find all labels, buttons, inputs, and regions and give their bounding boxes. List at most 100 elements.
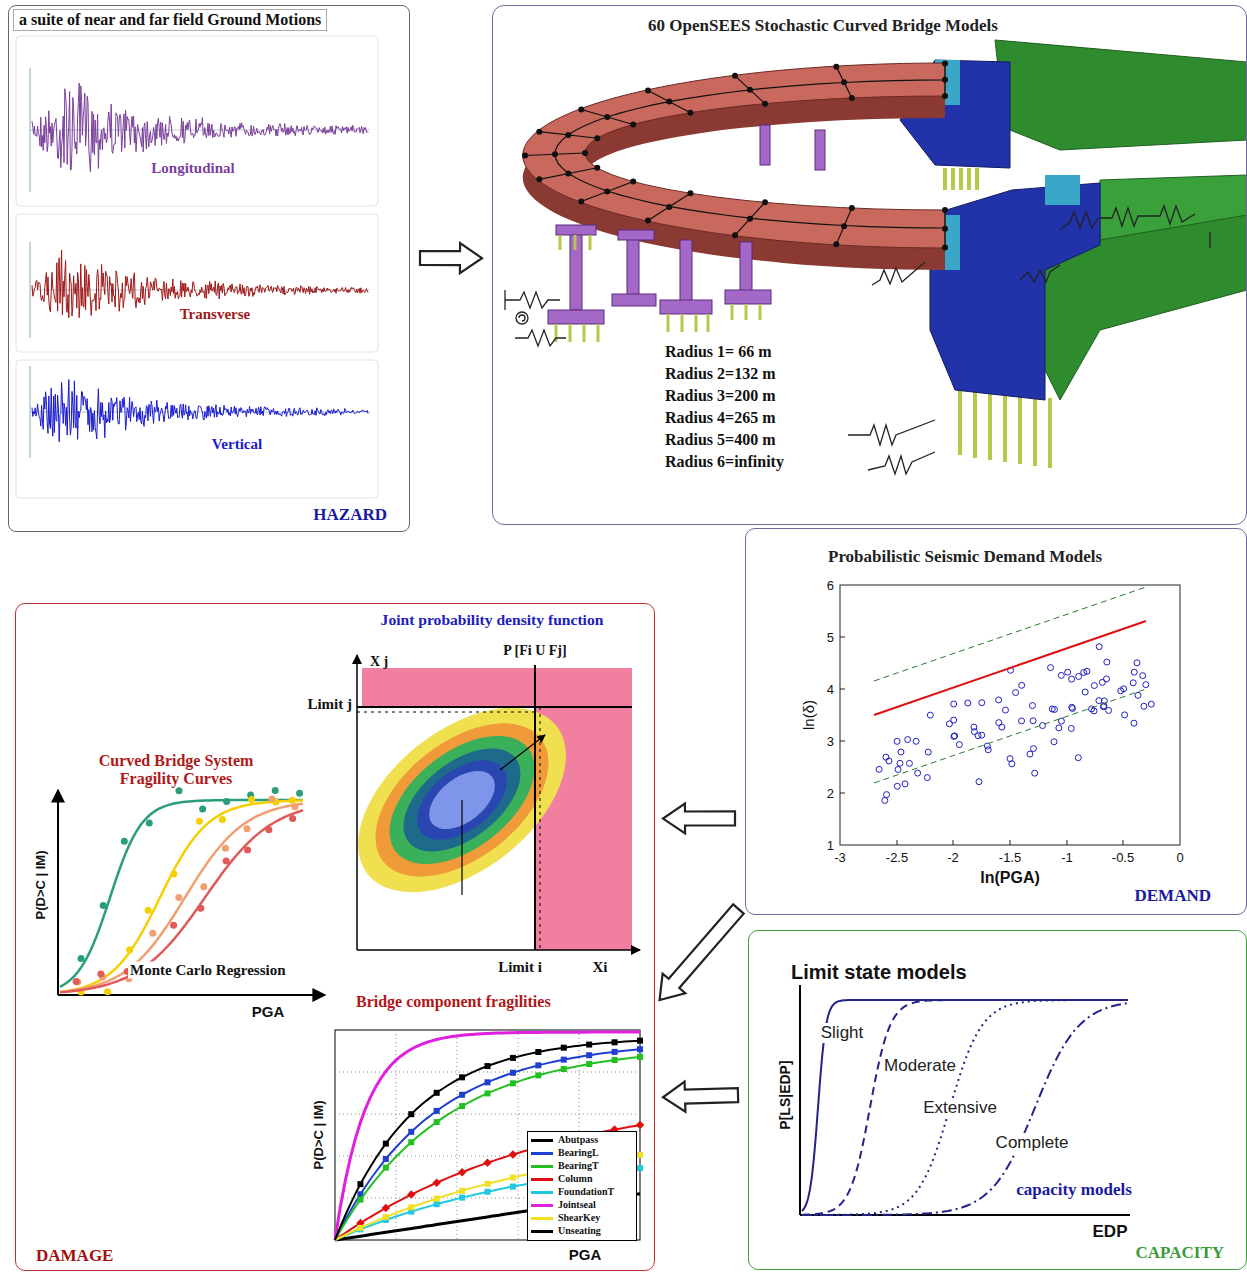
legend-row: BearingT xyxy=(531,1160,633,1173)
plot-stroke xyxy=(956,742,962,748)
plot-stroke xyxy=(1131,720,1137,726)
plot-stroke xyxy=(1140,673,1146,679)
plot-stroke xyxy=(883,754,889,760)
plot-stroke xyxy=(833,241,839,247)
axis-title: ln(δ) xyxy=(800,700,817,730)
plot-stroke xyxy=(1135,692,1141,698)
plot-stroke xyxy=(645,218,651,224)
legend-text: FoundationT xyxy=(558,1186,614,1197)
plot-stroke xyxy=(762,101,768,107)
plot-stroke xyxy=(1084,668,1090,674)
bridge-illustration xyxy=(505,40,1247,474)
panel-tag: HAZARD xyxy=(313,505,387,525)
plot-stroke xyxy=(1029,703,1035,709)
plot-stroke xyxy=(1075,755,1081,761)
plot-stroke xyxy=(630,122,636,128)
plot-stroke xyxy=(1143,682,1149,688)
plot-label: Moderate xyxy=(882,1056,958,1076)
plot-stroke xyxy=(121,838,128,845)
legend-text: Jointseal xyxy=(558,1199,596,1210)
block-arrow xyxy=(420,243,482,273)
plot-label: Radius 4=265 m xyxy=(665,409,775,427)
plot-stroke xyxy=(1051,739,1057,745)
plot-stroke xyxy=(1051,706,1057,712)
plot-stroke xyxy=(1068,725,1074,731)
legend-text: ShearKey xyxy=(558,1212,600,1223)
plot-stroke xyxy=(60,810,303,992)
plot-label: Monte Carlo Regression xyxy=(128,962,288,979)
plot-label: 2 xyxy=(827,786,834,801)
plot-stroke xyxy=(594,165,600,171)
plot-label: capacity models xyxy=(1014,1180,1134,1200)
plot-stroke xyxy=(1030,746,1036,752)
panel-title: a suite of near and far field Ground Mot… xyxy=(13,9,327,31)
component-fragility-plot xyxy=(335,1030,644,1240)
plot-stroke xyxy=(942,245,948,251)
plot-stroke xyxy=(942,207,948,213)
panel-title: Curved Bridge System Fragility Curves xyxy=(69,752,283,788)
plot-stroke xyxy=(1030,718,1036,724)
plot-stroke xyxy=(594,135,600,141)
block-arrow xyxy=(663,804,735,834)
plot-label: Vertical xyxy=(210,436,264,453)
axis-title: P(D>C | IM) xyxy=(33,851,48,920)
legend-text: BearingT xyxy=(558,1160,599,1171)
panel: 60 OpenSEES Stochastic Curved Bridge Mod… xyxy=(492,5,1247,525)
panel-tag: DEMAND xyxy=(1135,886,1212,906)
plot-stroke xyxy=(60,804,303,992)
plot-stroke xyxy=(999,724,1005,730)
plot-stroke xyxy=(979,732,985,738)
plot-stroke xyxy=(965,700,971,706)
plot-label: ln(PGA) xyxy=(980,869,1040,887)
plot-stroke xyxy=(1131,669,1137,675)
panel-title: Joint probability density function xyxy=(331,611,653,629)
plot-stroke xyxy=(894,783,900,789)
plot-stroke xyxy=(146,819,153,826)
plot-stroke xyxy=(1058,718,1064,724)
plot-stroke xyxy=(924,775,930,781)
waveforms xyxy=(30,68,370,458)
plot-label: Radius 6=infinity xyxy=(665,453,784,471)
system-fragility-plot xyxy=(58,787,325,995)
plot-stroke xyxy=(1082,689,1088,695)
plot-stroke xyxy=(73,978,80,985)
plot-stroke xyxy=(200,883,207,890)
plot-stroke xyxy=(913,738,919,744)
plot-label: -3 xyxy=(834,850,846,865)
plot-stroke xyxy=(145,907,152,914)
panel: Curved Bridge System Fragility Curves xyxy=(23,746,341,1028)
plot-stroke xyxy=(175,894,182,901)
legend-text: Unseating xyxy=(558,1225,601,1236)
plot-stroke xyxy=(915,770,921,776)
plot-stroke xyxy=(32,380,368,442)
plot-label: 1 xyxy=(827,838,834,853)
plot-stroke xyxy=(265,826,272,833)
legend-row: Unseating xyxy=(531,1225,633,1238)
legend-swatch xyxy=(531,1230,553,1233)
plot-label: Xi xyxy=(593,959,608,976)
plot-label: EDP xyxy=(1093,1222,1128,1242)
plot-stroke xyxy=(833,64,839,70)
plot-stroke xyxy=(942,226,948,232)
plot-stroke xyxy=(648,193,690,220)
plot-stroke xyxy=(248,796,255,803)
plot-label: -2.5 xyxy=(886,850,908,865)
plot-stroke xyxy=(687,110,693,116)
plot-stroke xyxy=(578,107,584,113)
legend-text: Column xyxy=(558,1173,592,1184)
plot-stroke xyxy=(925,749,931,755)
panel: Probabilistic Seismic Demand ModelsDEMAN… xyxy=(745,528,1247,915)
plot-label: Radius 2=132 m xyxy=(665,365,775,383)
plot-stroke xyxy=(578,199,584,205)
plot-stroke xyxy=(1069,676,1075,682)
plot-label: Complete xyxy=(994,1133,1071,1153)
plot-stroke xyxy=(1040,723,1046,729)
plot-stroke xyxy=(630,179,636,185)
plot-stroke xyxy=(289,797,296,804)
plot-label: 6 xyxy=(827,578,834,593)
plot-stroke xyxy=(335,1032,640,1240)
